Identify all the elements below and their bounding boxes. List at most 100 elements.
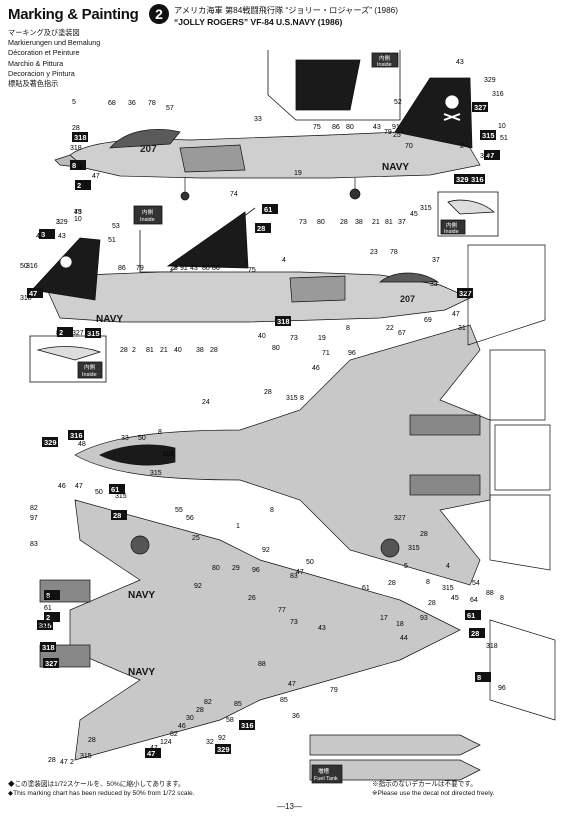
inset4-label-en: Inside [82,372,97,378]
callout-number: 61 [362,585,370,592]
inset-label-jp: 内側 [379,54,391,62]
color-box-number: 28 [471,629,479,638]
callout-number: 315 [286,395,298,402]
callout-number: 79 [384,129,392,136]
callout-number: 315 [80,753,92,760]
callout-number: 75 [248,267,256,274]
callout-number: 28 [428,600,436,607]
callout-number: 75 [313,124,321,131]
color-box-number: 28 [113,511,121,520]
callout-number: 29 [232,565,240,572]
callout-number: 28 [44,595,52,602]
color-box: 318 [72,132,88,142]
callout-number: 80 [317,219,325,226]
color-box-number: 315 [482,131,495,140]
callout-number: 47 [150,745,158,752]
callout-number: 75 [74,209,82,216]
callout-number: 327 [72,330,84,337]
callout-number: 43 [456,59,464,66]
callout-number: 80 [346,124,354,131]
callout-number: 315 [150,470,162,477]
side-profile-right [31,237,471,323]
lang-zh: 標貼及著色指示 [8,79,59,89]
callout-number: 40 [174,347,182,354]
callout-number: 19 [294,170,302,177]
footer-notes: ◆この塗装図は1/72スケールを、50%に縮小してあります。 ◆This mar… [8,780,195,798]
callout-number: 28 [72,125,80,132]
callout-number: 5 [72,99,76,106]
callout-number: 73 [290,619,298,626]
callout-number: 47 [60,759,68,766]
inset-label-en: Inside [377,62,392,68]
page-number: —13— [277,802,302,811]
callout-number: 47 [92,173,100,180]
callout-number: 17 [380,615,388,622]
color-box-number: 2 [59,328,63,337]
callout-number: 53 [112,223,120,230]
color-box: 61 [109,484,125,494]
inset-small-right [437,191,499,237]
callout-number: 43 [318,625,326,632]
callout-number: 32 [206,739,214,746]
callout-number: 4 [282,257,286,264]
callout-number: 329 [484,77,496,84]
inset2-label-en: Inside [140,217,155,223]
callout-number: 96 [252,567,260,574]
lang-it: Marchio & Pittura [8,58,64,68]
color-box-number: 47 [486,151,494,160]
callout-number: 36 [292,713,300,720]
callout-number: 82 [30,505,38,512]
callout-number: 33 [430,281,438,288]
callout-number: 10 [74,216,82,223]
callout-number: 86 [212,265,220,272]
callout-number: 73 [299,219,307,226]
color-box-number: 61 [467,611,475,620]
inset2-label-jp: 内側 [142,208,154,216]
callout-number: 43 [190,265,198,272]
color-box: 8 [44,590,60,600]
callout-number: 31 [458,325,466,332]
callout-number: 25 [393,132,401,139]
callout-number: 77 [278,607,286,614]
color-box-number: 316 [241,721,254,730]
callout-number: 327 [394,515,406,522]
color-box-number: 316 [471,175,484,184]
callout-number: 26 [248,595,256,602]
callout-number: 79 [136,265,144,272]
callout-number: 25 [170,265,178,272]
callout-number: 80 [272,345,280,352]
callout-number: 37 [398,219,406,226]
callout-number: 50 [95,489,103,496]
callout-number: 2 [460,143,464,150]
color-box-number: 2 [46,613,50,622]
fuel-tank-inset [309,734,481,784]
callout-number: 45 [451,595,459,602]
callout-number: 50 [306,559,314,566]
inset3-label-jp: 内側 [446,221,458,229]
callout-number: 318 [20,295,32,302]
callout-number: 83 [30,541,38,548]
decal-jp: ※指示のないデカールは不要です。 [372,781,477,788]
callout-number: 85 [280,697,288,704]
callout-number: 88 [486,590,494,597]
callout-number: 68 [108,100,116,107]
callout-number: 37 [432,257,440,264]
callout-number: 1 [236,523,240,530]
callout-number: 21 [160,347,168,354]
callout-number: 47 [75,483,83,490]
callout-number: 82 [170,731,178,738]
color-box: 61 [262,204,278,214]
callout-number: 315 [408,545,420,552]
callout-number: 33 [254,116,262,123]
callout-number: 2 [132,347,136,354]
callout-number: 74 [230,191,238,198]
color-box-number: 61 [264,205,272,214]
callout-number: 64 [470,597,478,604]
callout-number: 315 [115,493,127,500]
callout-number: 8 [426,579,430,586]
callout-number: 80 [202,265,210,272]
color-box-number: 8 [477,673,481,682]
callout-number: 28 [88,737,96,744]
